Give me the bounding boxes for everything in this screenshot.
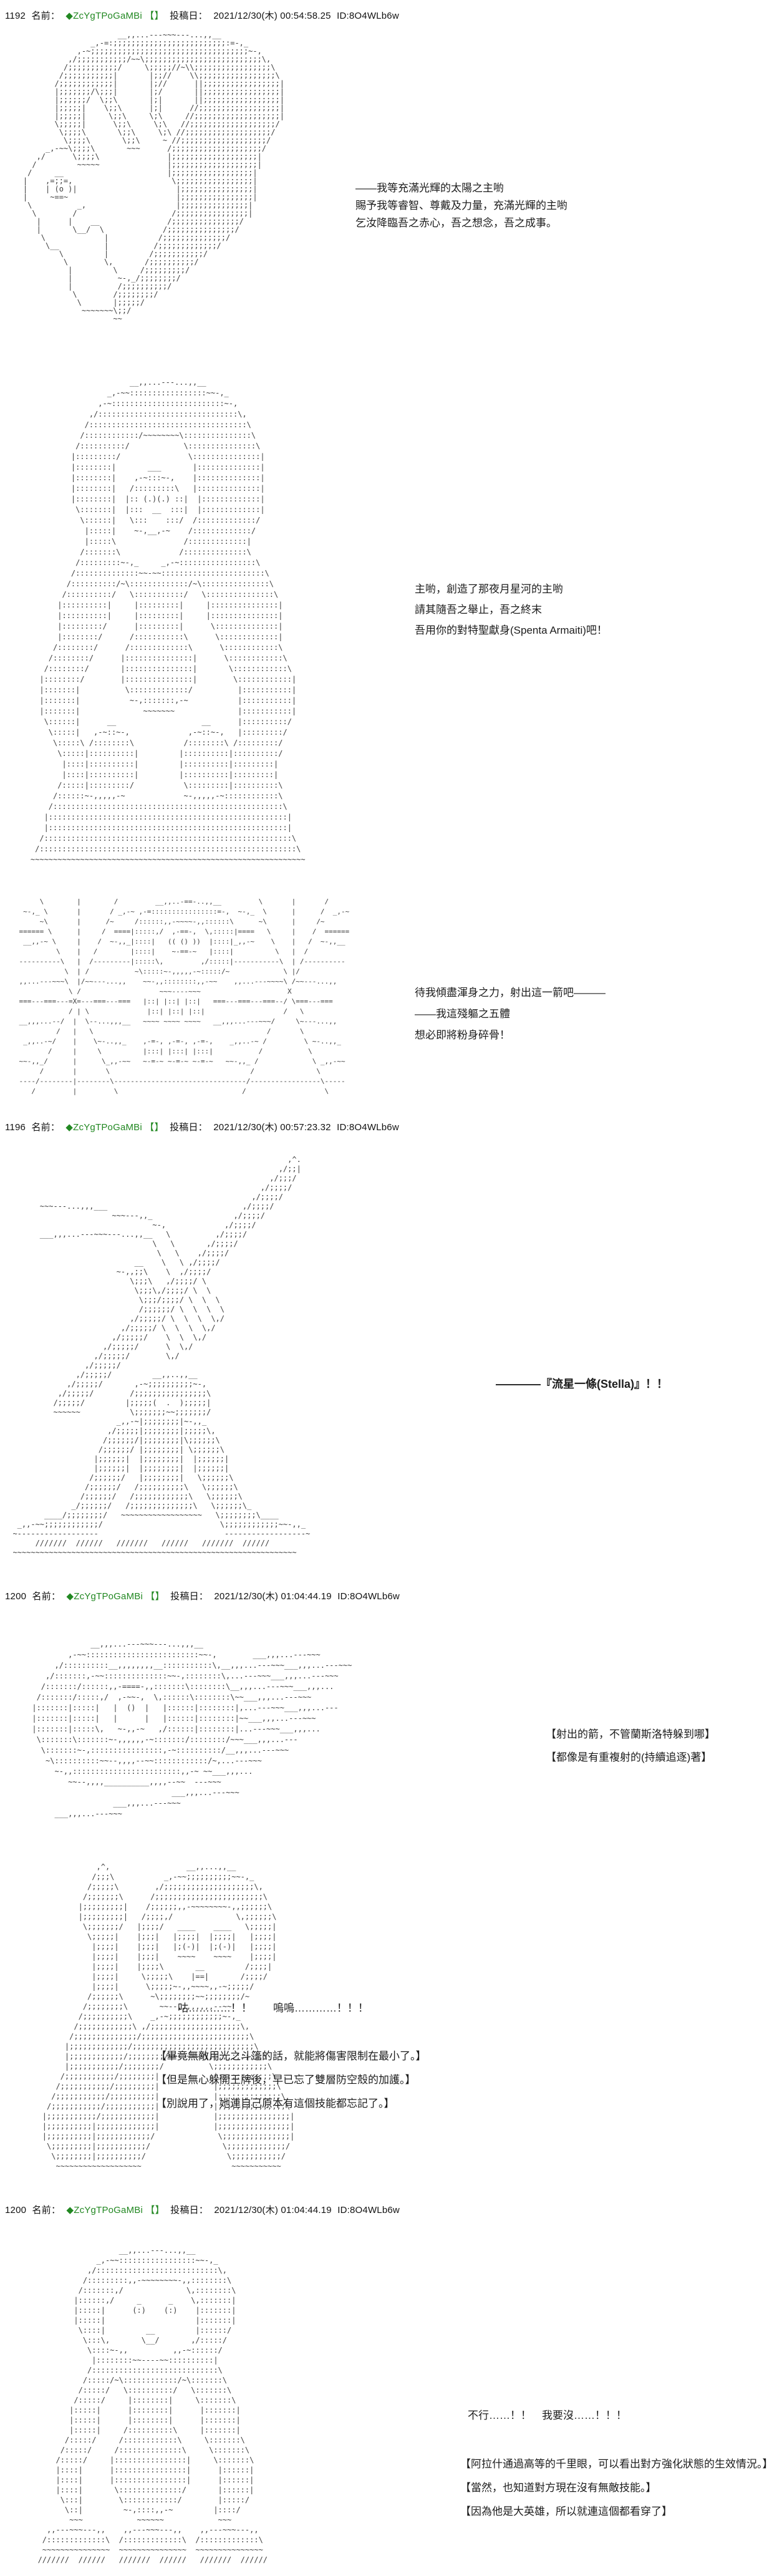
date-label: 投稿日： — [170, 11, 208, 21]
name-label: 名前： — [32, 1591, 61, 1602]
dialog-panic: 不行……！！ 我要沒……！！！ — [468, 2409, 627, 2421]
dialog-knight-groan: 咕…………！！ 嗚嗚…………！！！ — [178, 2002, 369, 2014]
post-datetime: 2021/12/30(木) 00:57:23.32 — [213, 1122, 331, 1133]
dialog-invocation-2: 主喲，創造了那夜月星河的主喲 請其隨吾之舉止，吾之終末 吾用你的對特聖獻身(Sp… — [415, 583, 607, 636]
ascii-art-comet: __,,,...---~~~---...,,,__ ,-~~::::::::::… — [32, 1640, 352, 1818]
poster-tripcode: ◆ZcYgTPoGaMBi 【】 — [65, 1122, 164, 1133]
post-number[interactable]: 1200 — [5, 1591, 27, 1602]
date-label: 投稿日： — [170, 2205, 208, 2215]
post-header-3: 1200 名前： ◆ZcYgTPoGaMBi 【】 投稿日： 2021/12/3… — [5, 1589, 403, 1602]
name-label: 名前： — [32, 2205, 61, 2215]
poster-tripcode: ◆ZcYgTPoGaMBi 【】 — [66, 2205, 165, 2215]
ascii-art-knight: ,^, __,,...,,__ /;;;\ _,-~~;;;;;;;;;;~~-… — [42, 1862, 295, 2171]
dialog-invocation-3: 待我傾盡渾身之力，射出這一箭吧——— ——我這殘軀之五體 想必即將粉身碎骨！ — [415, 987, 606, 1041]
post-number[interactable]: 1196 — [5, 1122, 26, 1133]
date-label: 投稿日： — [170, 1591, 208, 1602]
ascii-art-stella-arrow: ,^. ,/;;| ,/;;;/ ,/;;;; — [12, 1155, 311, 1557]
poster-id: ID:8O4WLb6w — [337, 11, 399, 21]
poster-tripcode: ◆ZcYgTPoGaMBi 【】 — [65, 11, 164, 21]
ascii-art-charging-burst: \ | / __,,..-==-..,,__ \ | / ~-,_ \ | / … — [19, 898, 350, 1095]
poster-id: ID:8O4WLb6w — [337, 1591, 400, 1602]
post-header-2: 1196 名前： ◆ZcYgTPoGaMBi 【】 投稿日： 2021/12/3… — [5, 1120, 402, 1133]
post-number[interactable]: 1200 — [5, 2205, 27, 2215]
narration-arrow: 【射出的箭，不管蘭斯洛特躲到哪】 【都像是有重複射的(持續追逐)著】 — [546, 1728, 715, 1763]
post-header-1: 1192 名前： ◆ZcYgTPoGaMBi 【】 投稿日： 2021/12/3… — [5, 9, 402, 22]
ascii-art-hooded-figure: __,,...---...,,__ _,-~~:::::::::::::::::… — [30, 378, 306, 864]
date-label: 投稿日： — [170, 1122, 208, 1133]
post-datetime: 2021/12/30(木) 01:04:44.19 — [214, 1591, 332, 1602]
poster-tripcode: ◆ZcYgTPoGaMBi 【】 — [66, 1591, 165, 1602]
poster-id: ID:8O4WLb6w — [337, 1122, 399, 1133]
post-number[interactable]: 1192 — [5, 11, 26, 21]
dialog-invocation-1: ――我等充滿光輝的太陽之主喲 賜予我等睿智、尊戴及力量，充滿光輝的主喲 乞汝降臨… — [355, 182, 567, 229]
dialog-stella-shout: ————『流星一條(Stella)』！！ — [496, 1378, 669, 1390]
post-datetime: 2021/12/30(木) 00:54:58.25 — [213, 11, 331, 21]
narration-knight: 【畢竟無敵用光之斗篷的話，就能將傷害限制在最小了。】 【但是無心躲開王牌後，早已… — [156, 2050, 427, 2109]
ascii-art-armored-figure: __,,...---...,,__ _,-~~:::::::::::::::::… — [37, 2246, 268, 2564]
post-datetime: 2021/12/30(木) 01:04:44.19 — [214, 2205, 332, 2215]
name-label: 名前： — [31, 1122, 60, 1133]
narration-clairvoyance: 【阿拉什通過高等的千里眼，可以看出對方強化狀態的生效情況。】 【當然，也知道對方… — [460, 2458, 773, 2517]
ascii-art-praying-face: __,,...---~~~---...,,__ _,-=:;;;;;;;;;;;… — [22, 31, 284, 323]
poster-id: ID:8O4WLb6w — [337, 2205, 400, 2215]
name-label: 名前： — [31, 11, 60, 21]
post-header-4: 1200 名前： ◆ZcYgTPoGaMBi 【】 投稿日： 2021/12/3… — [5, 2203, 403, 2216]
